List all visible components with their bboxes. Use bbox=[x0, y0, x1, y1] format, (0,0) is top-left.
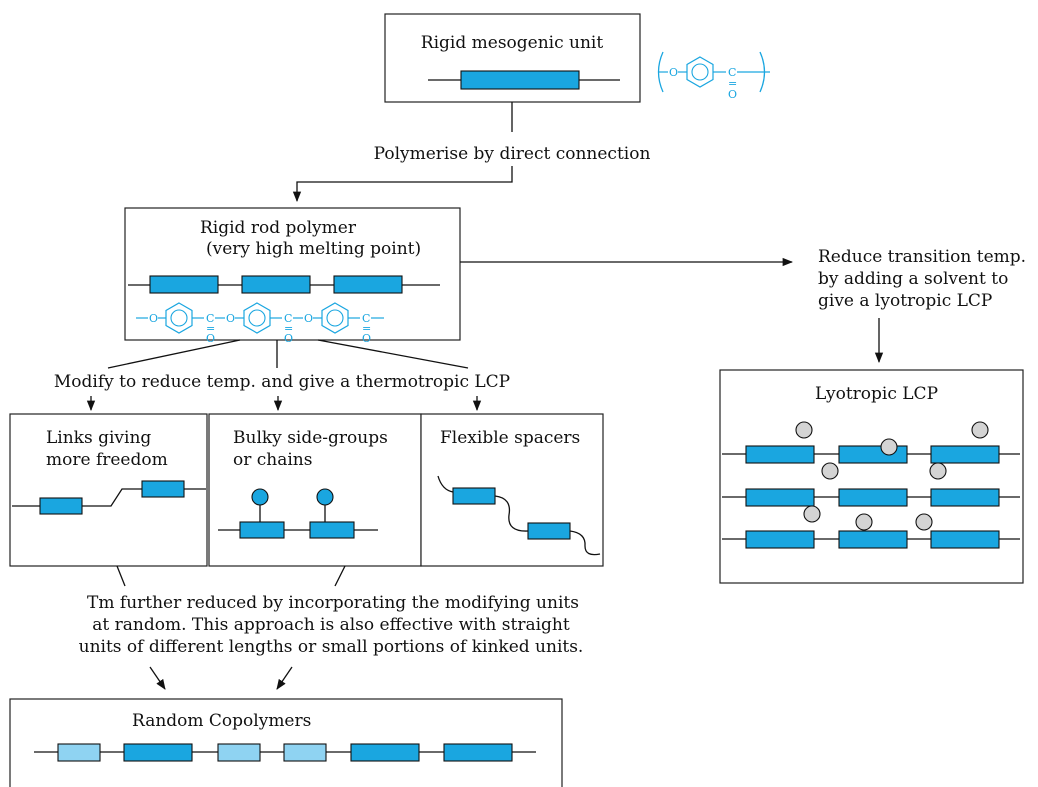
short-unit bbox=[217, 743, 261, 762]
rigid-unit bbox=[745, 445, 815, 464]
rigid-unit bbox=[141, 480, 185, 498]
lyotropic-title: Lyotropic LCP bbox=[815, 384, 938, 404]
svg-text:=: = bbox=[284, 322, 293, 335]
svg-text:=: = bbox=[728, 77, 737, 90]
solvent-molecule bbox=[929, 462, 947, 480]
rigid-rod-polymer-box: Rigid rod polymer (very high melting poi… bbox=[124, 207, 461, 345]
solvent-molecule bbox=[821, 462, 839, 480]
solvent-molecule bbox=[855, 513, 873, 531]
rigid-rod-title: Rigid rod polymer bbox=[200, 218, 357, 238]
svg-text:O: O bbox=[206, 332, 215, 345]
rigid-unit bbox=[838, 488, 908, 507]
svg-text:=: = bbox=[362, 322, 371, 335]
links-freedom-title-line1: Links giving bbox=[46, 428, 151, 448]
svg-text:O: O bbox=[226, 312, 235, 325]
lyotropic-note-line1: Reduce transition temp. bbox=[818, 247, 1026, 267]
svg-text:C: C bbox=[284, 312, 292, 325]
random-copolymers-box: Random Copolymers bbox=[9, 698, 563, 787]
rigid-unit bbox=[527, 522, 571, 540]
modification-boxes: Links giving more freedom Bulky side-gro… bbox=[9, 413, 604, 567]
solvent-molecule bbox=[795, 421, 813, 439]
rigid-unit bbox=[123, 743, 193, 762]
svg-text:O: O bbox=[669, 66, 678, 79]
polymerise-label: Polymerise by direct connection bbox=[374, 144, 651, 164]
svg-text:C: C bbox=[362, 312, 370, 325]
rigid-unit bbox=[930, 488, 1000, 507]
random-note-line3: units of different lengths or small port… bbox=[79, 637, 584, 657]
mesogenic-unit-title: Rigid mesogenic unit bbox=[421, 33, 604, 53]
rigid-unit bbox=[333, 275, 403, 294]
rigid-unit bbox=[838, 530, 908, 549]
bulky-title-line2: or chains bbox=[233, 450, 312, 470]
random-copolymers-title: Random Copolymers bbox=[132, 711, 311, 731]
rigid-unit bbox=[745, 488, 815, 507]
lyotropic-note-line2: by adding a solvent to bbox=[818, 269, 1008, 289]
rigid-unit bbox=[452, 487, 496, 505]
solvent-molecule bbox=[915, 513, 933, 531]
svg-text:C: C bbox=[728, 66, 736, 79]
svg-text:O: O bbox=[284, 332, 293, 345]
short-unit bbox=[283, 743, 327, 762]
lyotropic-lcp-box: Lyotropic LCP bbox=[719, 369, 1024, 584]
lyotropic-note-line3: give a lyotropic LCP bbox=[818, 291, 992, 311]
svg-text:O: O bbox=[149, 312, 158, 325]
modify-label: Modify to reduce temp. and give a thermo… bbox=[54, 372, 510, 392]
bulky-side-groups-panel: Bulky side-groups or chains bbox=[218, 428, 388, 539]
mesogenic-unit-box: Rigid mesogenic unit bbox=[384, 13, 641, 103]
mesogen-chemical-structure: O C = O bbox=[657, 51, 770, 101]
rigid-unit bbox=[39, 497, 83, 515]
rigid-unit bbox=[241, 275, 311, 294]
svg-text:=: = bbox=[206, 322, 215, 335]
svg-text:O: O bbox=[304, 312, 313, 325]
links-freedom-panel: Links giving more freedom bbox=[12, 428, 206, 515]
rigid-unit bbox=[930, 445, 1000, 464]
rigid-unit bbox=[443, 743, 513, 762]
solvent-molecule bbox=[803, 505, 821, 523]
bulky-title-line1: Bulky side-groups bbox=[233, 428, 388, 448]
rigid-unit bbox=[239, 521, 285, 539]
random-note-line2: at random. This approach is also effecti… bbox=[92, 615, 570, 635]
flexible-spacers-panel: Flexible spacers bbox=[437, 428, 601, 556]
links-freedom-title-line2: more freedom bbox=[46, 450, 168, 470]
rigid-unit bbox=[309, 521, 355, 539]
rigid-unit bbox=[460, 70, 580, 90]
solvent-molecule bbox=[880, 438, 898, 456]
side-group bbox=[251, 488, 269, 506]
short-unit bbox=[57, 743, 101, 762]
flexible-spacers-title: Flexible spacers bbox=[440, 428, 580, 448]
rigid-unit bbox=[745, 530, 815, 549]
svg-text:C: C bbox=[206, 312, 214, 325]
rigid-unit bbox=[350, 743, 420, 762]
rigid-rod-subtitle: (very high melting point) bbox=[206, 239, 421, 259]
solvent-molecule bbox=[971, 421, 989, 439]
rigid-unit bbox=[930, 530, 1000, 549]
rigid-unit bbox=[149, 275, 219, 294]
polyester-chain-structure: O C = O O C = O O C = O bbox=[136, 302, 384, 345]
svg-text:O: O bbox=[728, 88, 737, 101]
random-note-line1: Tm further reduced by incorporating the … bbox=[87, 593, 579, 613]
side-group bbox=[316, 488, 334, 506]
svg-text:O: O bbox=[362, 332, 371, 345]
